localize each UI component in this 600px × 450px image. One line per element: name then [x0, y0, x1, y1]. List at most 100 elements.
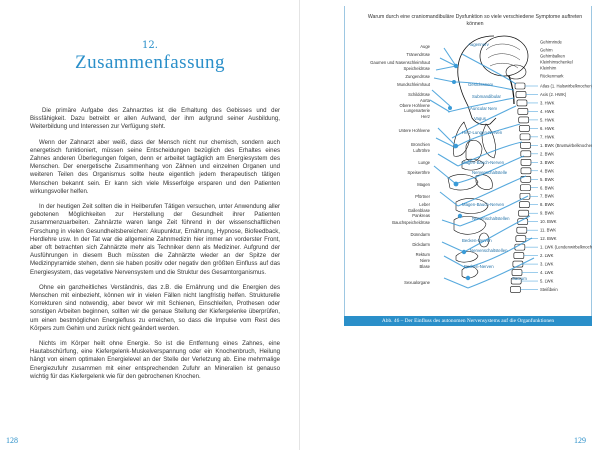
figure-caption-top: Warum durch eine craniomandibuläre Dysfu… — [367, 14, 583, 27]
page-number-right: 129 — [574, 436, 586, 445]
right-page: Warum durch eine craniomandibuläre Dysfu… — [300, 0, 600, 450]
diagram-label: 7. HWK — [540, 134, 555, 139]
diagram-label: 5. BWK — [540, 177, 554, 182]
diagram-label: Gehirnrinde — [540, 40, 563, 45]
vertebra — [520, 150, 532, 158]
vertebra — [516, 99, 528, 107]
diagram-label: Vagus — [474, 116, 486, 121]
vertebra — [513, 252, 525, 259]
vertebra — [514, 82, 526, 90]
diagram-label: Gesichtsnerv — [468, 82, 494, 87]
diagram-label: Auge — [420, 44, 430, 49]
diagram-label: 10. BWK — [540, 219, 557, 224]
diagram-label: Obere Hohlvene — [400, 103, 431, 108]
paragraph: Die primäre Aufgabe des Zahnarztes ist d… — [30, 107, 280, 131]
diagram-label: 9. BWK — [540, 211, 554, 216]
diagram-label: Rektum — [416, 252, 431, 257]
diagram-label: Nervenschaltstelle — [472, 170, 508, 175]
diagram-label: Tränendrüse — [406, 52, 430, 57]
nerve-ganglia — [448, 63, 471, 281]
diagram-label: Becken-Nerven — [464, 264, 494, 269]
diagram-label: Gaumen und Nasenschleimhaut — [370, 60, 431, 65]
diagram-label: 7. BWK — [540, 194, 554, 199]
diagram-label: 1. BWK (Brustwirbelknochen) — [540, 143, 592, 148]
diagram-label: Lunge — [418, 160, 430, 165]
diagram-label: 3. LWK — [540, 262, 554, 267]
vertebra — [520, 184, 531, 192]
nerve-labels: AugennervGesichtsnervSubmandibularAuricu… — [462, 42, 527, 281]
diagram-label: Rückenmark — [540, 74, 564, 79]
vertebra — [519, 192, 531, 200]
diagram-label: 1. LWK (Lendenwirbelknochen) — [540, 245, 592, 250]
diagram-label: Niere — [420, 258, 431, 263]
vertebra — [520, 159, 532, 166]
diagram-label: Mundschleimhaut — [397, 82, 431, 87]
paragraph: In der heutigen Zeit sollten die in Heil… — [30, 203, 280, 276]
diagram-label: Auricular — [470, 106, 488, 111]
vertebra — [515, 235, 527, 242]
diagram-label: Zungendrüse — [405, 74, 430, 79]
vertebra — [519, 133, 531, 141]
diagram-label: 8. BWK — [540, 202, 554, 207]
vertebra — [515, 91, 527, 98]
diagram-label: Magen — [417, 182, 430, 187]
diagram-label: 4. LWK — [540, 270, 554, 275]
diagram-label: 6. HWK — [540, 126, 555, 131]
diagram-label: 11. BWK — [540, 228, 556, 233]
paragraph: Wenn der Zahnarzt aber weiß, dass der Me… — [30, 138, 280, 195]
diagram-label: 2. LWK — [540, 253, 554, 258]
diagram-label: 4. HWK — [540, 109, 555, 114]
diagram-label: Nerv — [488, 106, 498, 111]
diagram-label: Bauchspeicheldrüse — [392, 220, 430, 225]
diagram-label: Lungenarterie — [404, 108, 431, 113]
vertebra — [520, 142, 531, 149]
diagram-label: Gallenblase — [408, 208, 431, 213]
paragraph: Ohne ein ganzheitliches Verständnis, das… — [30, 283, 280, 332]
diagram-label: Axis (2. HWK) — [540, 92, 567, 97]
diagram-label: Blase — [420, 264, 431, 269]
diagram-label: Speicheldrüse — [403, 66, 430, 71]
diagram-label: Aorta — [420, 98, 431, 103]
diagram-label: Leber — [419, 202, 430, 207]
diagram-label: Gehirn — [540, 48, 553, 53]
diagram-label: Pförtner — [415, 194, 431, 199]
vertebra — [510, 286, 521, 293]
diagram-label: 6. BWK — [540, 185, 554, 190]
diagram-label: 5. LWK — [540, 279, 554, 284]
diagram-label: Gehirnbalken — [540, 54, 566, 59]
diagram-label: Augennerv — [468, 42, 490, 47]
diagram-label: 3. BWK — [540, 160, 554, 165]
diagram-label: Magen-Bauch-Nerven — [462, 202, 505, 207]
diagram-label: Becken-Nerven — [462, 238, 492, 243]
diagram-label: Luftröhre — [413, 148, 430, 153]
diagram-label: Bronchien — [411, 142, 431, 147]
diagram-label: Kleinhirnschenkel — [540, 60, 573, 65]
diagram-label: Steißbein — [540, 287, 558, 292]
diagram-label: Magen-Bauch-Nerven — [462, 160, 505, 165]
diagram-label: Nervenschaltstellen — [470, 248, 508, 253]
diagram-label: Nervenschaltstellen — [472, 216, 510, 221]
head-illustration — [457, 35, 529, 126]
page-number-left: 128 — [6, 436, 18, 445]
spine-labels: GehirnrindeGehirnGehirnbalkenKleinhirnsc… — [540, 40, 592, 293]
vertebra — [511, 269, 523, 276]
vertebra — [517, 108, 529, 115]
diagram-label: 12. BWK — [540, 236, 557, 241]
chapter-number: 12. — [142, 40, 158, 51]
diagram-label: Pankreas — [412, 213, 430, 218]
diagram-label: Speiseröhre — [407, 170, 430, 175]
vertebra — [520, 167, 532, 175]
body-text: Die primäre Aufgabe des Zahnarztes ist d… — [30, 107, 280, 388]
diagram-label: 4. BWK — [540, 168, 554, 173]
figure-caption-bottom: Abb. 46 – Der Einfluss des autonomen Ner… — [344, 316, 592, 326]
left-page: 12. Zusammenfassung Die primäre Aufgabe … — [6, 0, 300, 450]
diagram-label: 2. BWK — [540, 151, 554, 156]
paragraph: Nichts im Körper heilt ohne Energie. So … — [30, 340, 280, 380]
diagram-label: Dickdarm — [412, 242, 430, 247]
diagram-label: Submandibular — [472, 94, 501, 99]
diagram-label: Sexualorgane — [404, 280, 431, 285]
diagram-label: Herz-Lungen-Nerven — [462, 130, 503, 135]
diagram-label: Atlas (1. Halswirbelknochen) — [540, 84, 592, 89]
